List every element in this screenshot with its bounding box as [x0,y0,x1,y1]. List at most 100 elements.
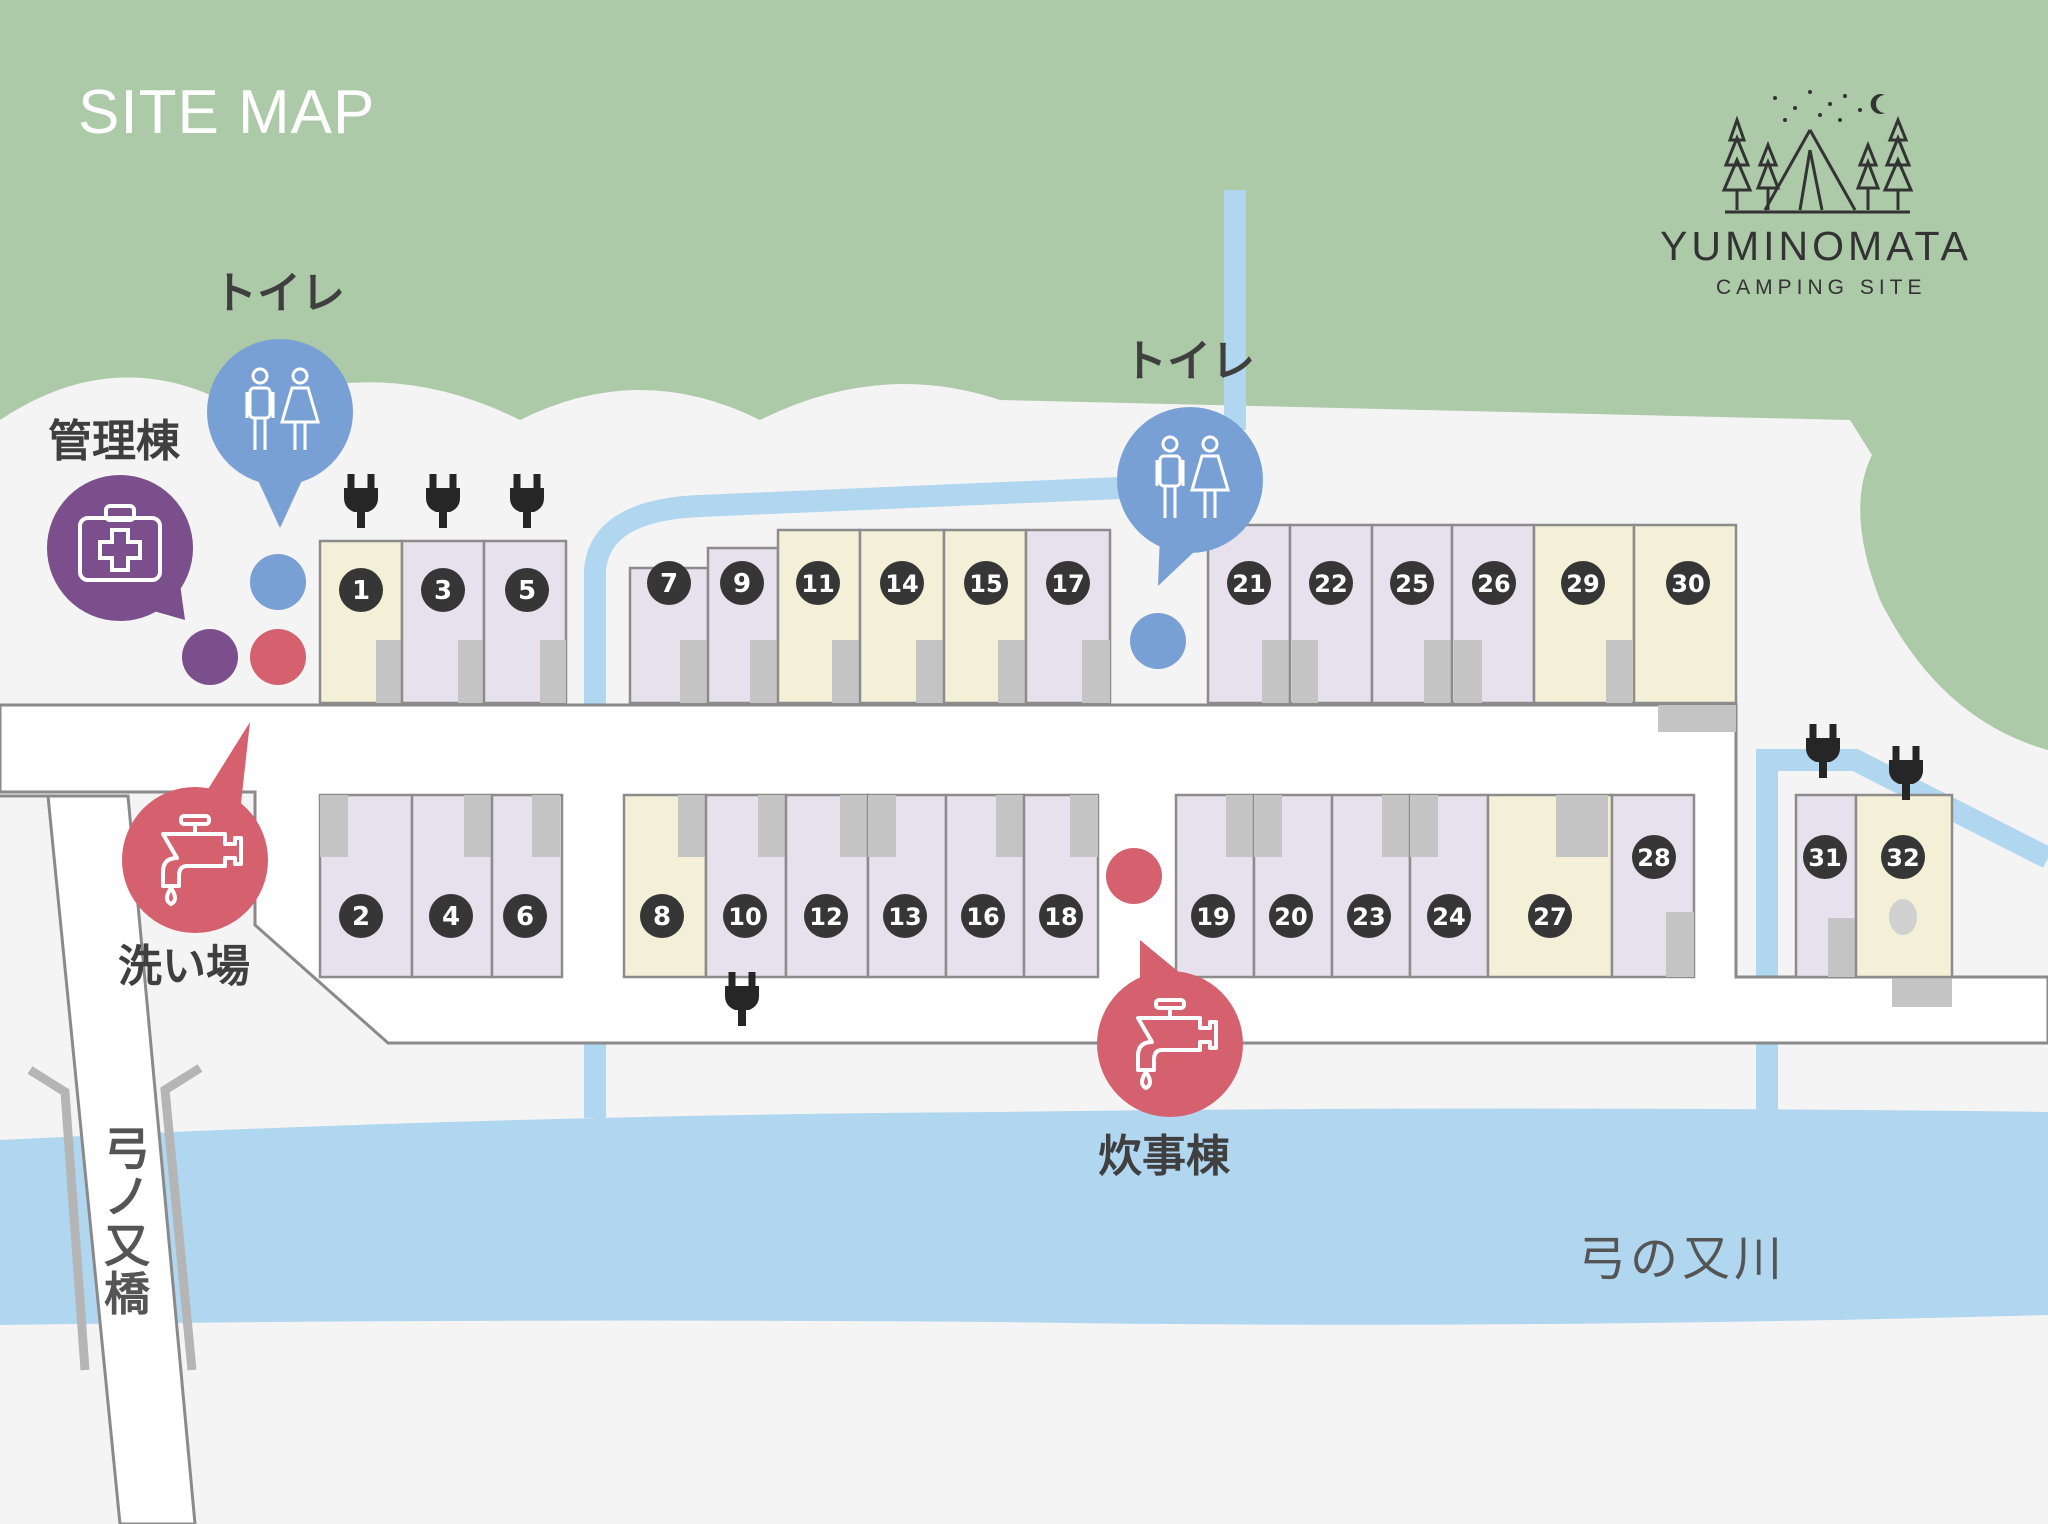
parking-spot-12 [840,795,868,857]
parking-spot-27 [1556,795,1608,857]
site-number-32: 32 [1886,844,1919,872]
site-badge-22 [1309,561,1353,605]
bridge-rails [27,1064,203,1371]
site-number-19: 19 [1196,903,1229,931]
parking-spot-11 [832,640,860,703]
parking-spot-16 [996,795,1024,857]
parking-spot-3 [458,640,484,703]
site-badge-23 [1347,894,1391,938]
site-badge-11 [796,561,840,605]
site-badge-19 [1191,894,1235,938]
parking-spot-7 [680,640,708,703]
site-badge-2 [339,894,383,938]
site-number-4: 4 [442,902,460,932]
facility-dots [182,554,1186,904]
logo-subtitle: CAMPING SITE [1716,276,1927,299]
toilet-label-right: トイレ [1123,336,1255,387]
site-badge-28 [1632,835,1676,879]
site-number-1: 1 [352,576,370,606]
site-badge-16 [961,894,1005,938]
parking-spot-21 [1262,640,1290,703]
parking-spot-13 [868,795,896,857]
parking-spot-28 [1666,912,1694,977]
parking-spot-26 [1454,640,1482,703]
parking-spot-1 [376,640,402,703]
site-number-28: 28 [1637,844,1670,872]
site-number-26: 26 [1477,570,1510,598]
site-number-22: 22 [1314,570,1347,598]
parking-spot-9 [750,640,778,703]
site-number-21: 21 [1232,570,1265,598]
site-badge-13 [883,894,927,938]
site-number-12: 12 [809,903,842,931]
site-number-10: 10 [728,903,761,931]
parking-spot-29 [1606,640,1632,703]
parking-spot-10 [758,795,786,857]
site-number-3: 3 [434,576,452,606]
parking-spot-19 [1226,795,1254,857]
campsite-plot-30 [1632,523,1738,705]
site-badge-14 [880,561,924,605]
parking-spot-2 [320,795,348,857]
site-badge-12 [804,894,848,938]
parking-spot-15 [998,640,1026,703]
site-32-marker [1889,899,1917,935]
parking-spot-20 [1254,795,1282,857]
parking-spot-22 [1292,640,1318,703]
site-badge-17 [1046,561,1090,605]
site-number-11: 11 [801,570,834,598]
toilet-label-left: トイレ [213,268,345,319]
office-pin [47,475,193,621]
site-number-29: 29 [1566,570,1599,598]
site-number-7: 7 [660,569,678,599]
toilet-pin-right [1117,407,1263,586]
campsite-plot-6 [490,793,564,979]
site-number-15: 15 [969,570,1002,598]
site-badge-7 [647,561,691,605]
parking-spot-23 [1382,795,1410,857]
site-badge-1 [339,568,383,612]
site-badge-30 [1666,561,1710,605]
parking-spot-25 [1424,640,1452,703]
parking-spot-14 [916,640,944,703]
site-number-31: 31 [1808,844,1841,872]
forest [0,0,2048,750]
river-label: 弓の又川 [1578,1231,1787,1287]
site-badge-10 [723,894,767,938]
site-number-9: 9 [733,569,751,599]
site-number-24: 24 [1432,903,1465,931]
site-badge-4 [429,894,473,938]
site-badge-6 [503,894,547,938]
site-number-25: 25 [1395,570,1428,598]
site-number-13: 13 [888,903,921,931]
site-badge-20 [1269,894,1313,938]
bridge-label: 弓ノ又橋 [104,1122,150,1321]
kitchen-pin [1097,940,1243,1117]
parking-spot-5 [540,640,566,703]
site-number-18: 18 [1044,903,1077,931]
parking-spot-24 [1410,795,1438,857]
site-number-20: 20 [1274,903,1307,931]
parking-spot-6 [532,795,560,857]
site-badge-8 [640,894,684,938]
site-badge-15 [964,561,1008,605]
site-number-27: 27 [1533,903,1566,931]
site-number-16: 16 [966,903,999,931]
wash-area-label: 洗い場 [118,941,250,992]
campsite-plot-12 [784,793,870,979]
logo-name: YUMINOMATA [1660,223,1972,269]
site-number-17: 17 [1051,570,1084,598]
power-plug-icon [426,474,460,528]
site-badge-25 [1390,561,1434,605]
parking-spot-8 [678,795,706,857]
tent-forest-logo-icon [1721,90,1914,214]
campsite-plot-32 [1854,793,1954,979]
site-badge-5 [505,568,549,612]
site-number-23: 23 [1352,903,1385,931]
power-plug-icon [344,474,378,528]
site-number-30: 30 [1671,570,1704,598]
site-badge-27 [1528,894,1572,938]
